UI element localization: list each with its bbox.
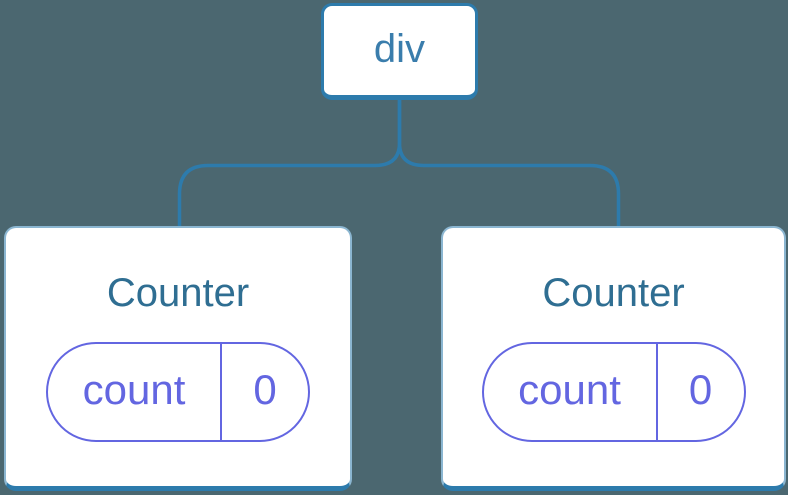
state-value-label: 0 xyxy=(688,366,713,413)
state-key-label: count xyxy=(82,366,186,413)
counter-card-title: Counter xyxy=(106,271,250,315)
state-key-cell: count xyxy=(48,344,222,440)
state-pill: count 0 xyxy=(46,342,310,442)
state-value-cell: 0 xyxy=(222,344,308,440)
state-pill: count 0 xyxy=(481,342,746,442)
root-node: div xyxy=(321,3,478,100)
state-key-label: count xyxy=(518,366,621,413)
root-node-label: div xyxy=(373,26,426,71)
connector-left-branch xyxy=(177,100,402,228)
connector-right-branch xyxy=(397,100,621,228)
counter-card-left: Counter count 0 xyxy=(4,226,352,491)
counter-card-title: Counter xyxy=(542,271,685,315)
state-value-label: 0 xyxy=(253,366,277,413)
state-key-cell: count xyxy=(484,344,658,440)
state-value-cell: 0 xyxy=(658,344,744,440)
counter-card-right: Counter count 0 xyxy=(441,226,786,491)
